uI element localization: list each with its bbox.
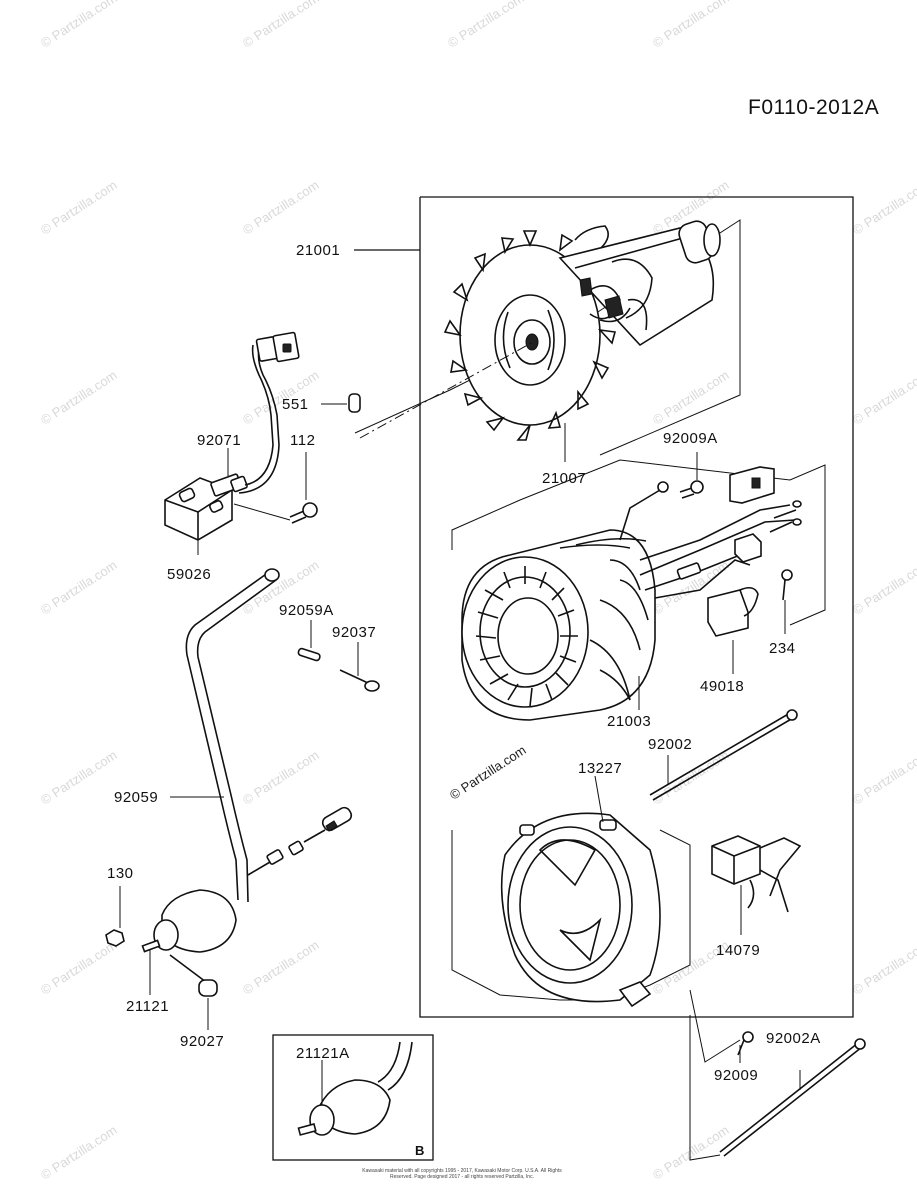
part-label-92027[interactable]: 92027 <box>180 1033 225 1050</box>
sleeve-92059A <box>297 620 321 662</box>
part-label-21001[interactable]: 21001 <box>296 242 341 259</box>
inset-tag: B <box>415 1143 425 1158</box>
inset-b-frame <box>272 1034 434 1161</box>
rotor-gear <box>443 230 617 441</box>
part-label-21003[interactable]: 21003 <box>607 713 652 730</box>
brush-holder-59026 <box>164 331 300 555</box>
part-label-130[interactable]: 130 <box>107 865 134 882</box>
harness-tube-92059 <box>170 568 280 903</box>
terminal-92037 <box>339 642 380 692</box>
part-label-14079[interactable]: 14079 <box>716 942 761 959</box>
stator-21003 <box>451 459 826 721</box>
brush-assembly-14079 <box>711 835 802 935</box>
screw-112 <box>233 452 318 524</box>
stator-frame-13227 <box>451 775 691 1008</box>
part-label-551[interactable]: 551 <box>282 396 309 413</box>
bolt-92009 <box>689 989 754 1063</box>
part-label-21121[interactable]: 21121 <box>126 998 170 1015</box>
part-label-92037[interactable]: 92037 <box>332 624 377 641</box>
part-label-92059A[interactable]: 92059A <box>279 602 334 619</box>
copyright-notice: Kawasaki material with all copyrights 19… <box>362 1168 562 1180</box>
part-label-92009A[interactable]: 92009A <box>663 430 718 447</box>
part-label-92059[interactable]: 92059 <box>114 789 159 806</box>
part-label-21007[interactable]: 21007 <box>542 470 587 487</box>
screw-234 <box>781 569 793 634</box>
part-label-92002A[interactable]: 92002A <box>766 1030 821 1047</box>
through-bolt-92002 <box>649 709 798 801</box>
part-label-49018[interactable]: 49018 <box>700 678 745 695</box>
key-pin-551 <box>321 393 361 413</box>
part-label-21121A[interactable]: 21121A <box>296 1045 350 1062</box>
rotor-axis <box>359 341 534 439</box>
long-bolt-92002A <box>689 1015 866 1161</box>
part-label-234[interactable]: 234 <box>769 640 796 657</box>
part-label-92071[interactable]: 92071 <box>197 432 242 449</box>
assembly-frame <box>419 196 854 1018</box>
rotor-body <box>558 220 721 347</box>
part-label-59026[interactable]: 59026 <box>167 566 212 583</box>
cap-92027 <box>198 979 218 1030</box>
part-label-92009[interactable]: 92009 <box>714 1067 759 1084</box>
part-label-13227[interactable]: 13227 <box>578 760 623 777</box>
diagram-code: F0110-2012A <box>748 96 880 119</box>
part-label-112[interactable]: 112 <box>290 432 316 449</box>
part-label-92002[interactable]: 92002 <box>648 736 693 753</box>
nut-130 <box>105 886 125 947</box>
capacitor-21121 <box>141 806 353 995</box>
bolt-92009A <box>679 452 704 499</box>
